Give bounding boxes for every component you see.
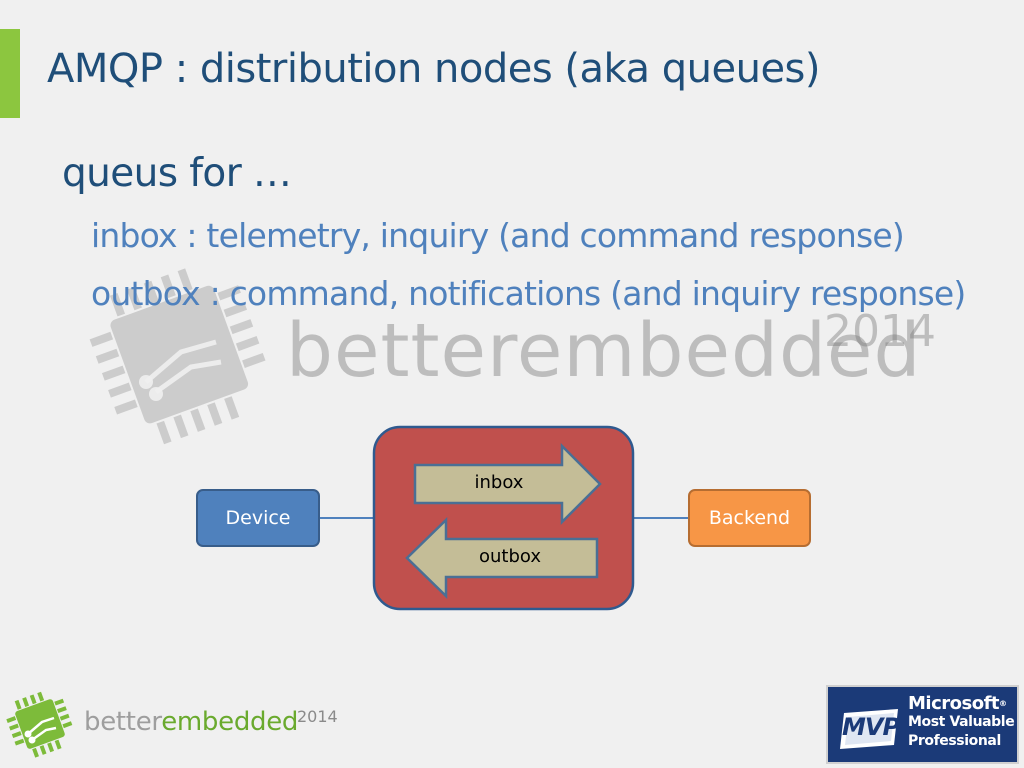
footer-logo-text: betterembedded — [84, 707, 298, 737]
bullet-outbox: outbox : command, notifications (and inq… — [91, 274, 966, 313]
bullet-level1: queus for … — [62, 151, 292, 196]
watermark-text: betterembedded — [286, 308, 922, 394]
distribution-node-box — [372, 425, 635, 611]
mvp-abbr: MVP — [842, 713, 900, 741]
logo-embedded: embedded — [161, 707, 299, 737]
device-label: Device — [225, 507, 291, 529]
device-box: Device — [196, 489, 320, 547]
chip-logo-icon — [6, 691, 73, 758]
mvp-line1: Microsoft — [908, 693, 1000, 714]
inbox-label: inbox — [474, 472, 524, 493]
mvp-reg: ® — [999, 699, 1007, 708]
watermark-year: 2014 — [824, 306, 936, 357]
mvp-line2: Most Valuable — [908, 714, 1015, 730]
backend-box: Backend — [688, 489, 811, 547]
mvp-mark-icon — [840, 709, 898, 749]
slide-title: AMQP : distribution nodes (aka queues) — [47, 46, 821, 92]
title-accent-bar — [0, 29, 20, 118]
logo-better: better — [84, 707, 162, 737]
footer-logo-year: 2014 — [297, 707, 338, 726]
outbox-label: outbox — [478, 546, 541, 567]
bullet-inbox: inbox : telemetry, inquiry (and command … — [91, 216, 905, 255]
mvp-line3: Professional — [908, 733, 1001, 749]
chip-watermark-icon — [89, 268, 266, 445]
backend-label: Backend — [708, 507, 791, 529]
mvp-badge: MVP Microsoft® Most Valuable Professiona… — [826, 685, 1019, 764]
mvp-text: Microsoft® Most Valuable Professional — [908, 693, 1015, 751]
